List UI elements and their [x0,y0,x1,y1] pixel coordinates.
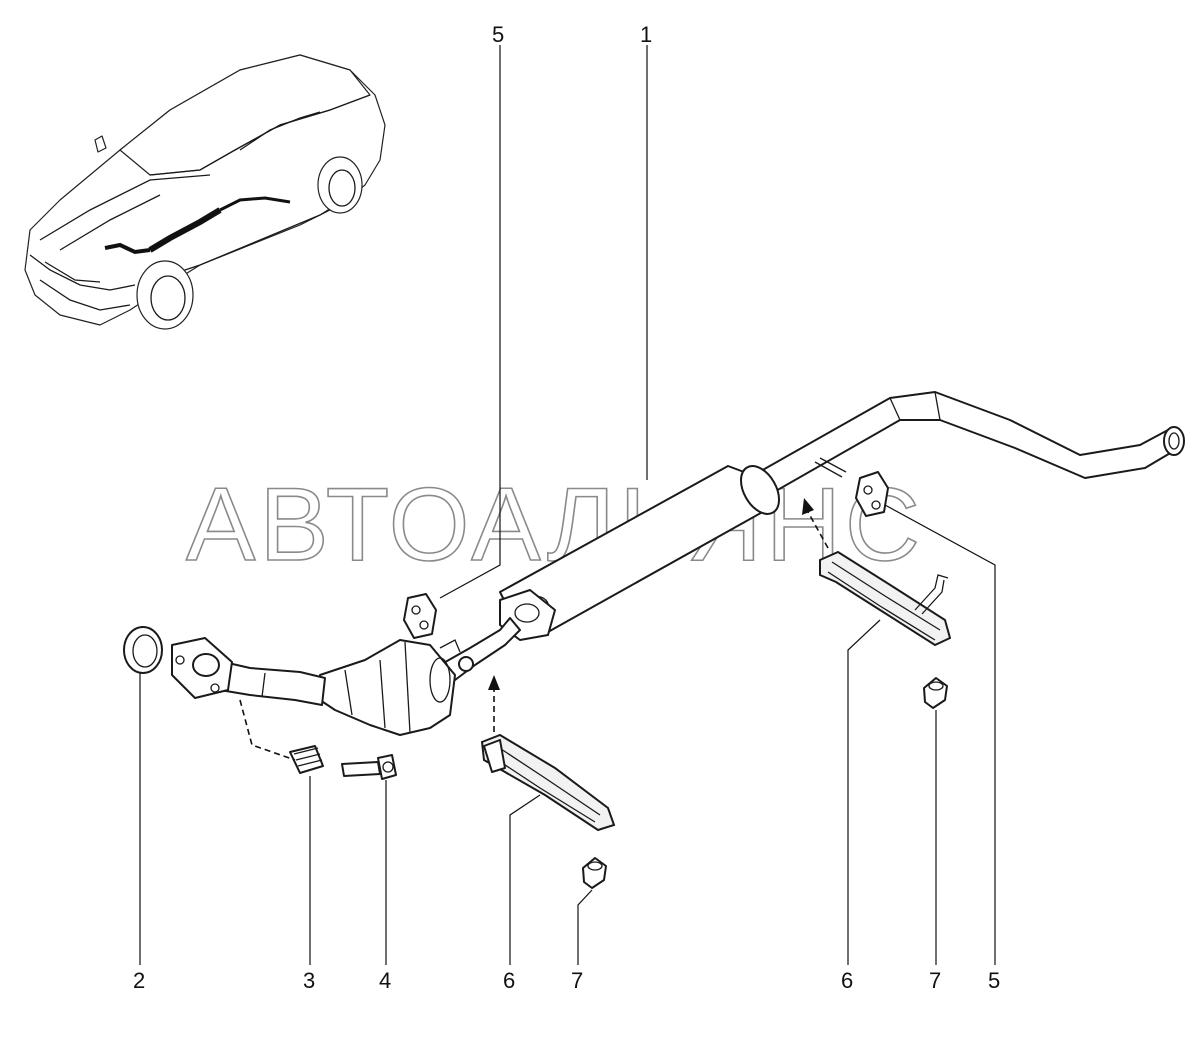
arrow-head-rear [802,498,814,515]
callout-2: 2 [133,968,145,993]
arrow-head-front [488,675,500,690]
callout-4: 4 [379,968,391,993]
assembly-line-spring [239,699,296,761]
callout-7-right: 7 [929,968,941,993]
rubber-bushing-front [582,857,607,889]
callout-7-left: 7 [571,968,583,993]
mounting-bracket-rear [819,550,952,647]
rubber-bushing-rear [923,677,948,709]
catalytic-converter [319,639,456,736]
car-overview-illustration [24,54,386,330]
callout-1-top: 1 [640,22,652,47]
assembly-arrow-rear [807,511,829,549]
callout-6-left: 6 [503,968,515,993]
spring [289,745,324,774]
sealing-ring [123,626,163,674]
rubber-hanger-front [403,593,437,639]
rubber-hanger-rear [855,471,889,517]
front-exhaust-pipe [171,637,326,706]
callout-5-right: 5 [988,968,1000,993]
leader-lines [139,45,996,965]
mounting-bracket-front [480,733,616,832]
bolt [341,754,397,780]
callout-5-top: 5 [492,22,504,47]
callout-3: 3 [303,968,315,993]
callout-6-right: 6 [841,968,853,993]
exhaust-main-pipe [439,391,1185,681]
